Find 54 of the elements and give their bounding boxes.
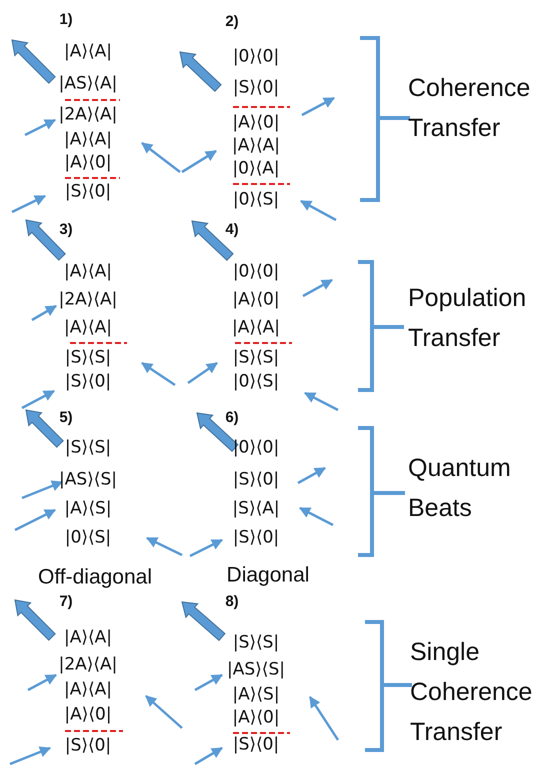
state-label: |2A⟩⟨A| [58, 106, 118, 124]
state-label: |A⟩⟨0| [64, 154, 112, 172]
diagram-number: 7) [59, 594, 73, 610]
state-label: |0⟩⟨S| [232, 372, 280, 392]
state-label: |A⟩⟨0| [64, 706, 112, 724]
state-label: |A⟩⟨A| [232, 318, 280, 338]
diagram-number: 1) [59, 12, 73, 28]
state-label: |S⟩⟨S| [232, 348, 280, 368]
state-label: |0⟩⟨S| [64, 528, 112, 548]
state-label: |S⟩⟨S| [64, 438, 112, 458]
state-label: |A⟩⟨A| [64, 130, 112, 150]
state-label: |A⟩⟨0| [232, 114, 280, 132]
group-label: Coherence Transfer [408, 73, 532, 144]
diagram-number: 4) [225, 222, 239, 238]
diagram-number: 3) [59, 222, 73, 238]
state-label: |2A⟩⟨A| [58, 656, 118, 674]
state-label: |S⟩⟨0| [64, 736, 112, 756]
group-label: Population Transfer [408, 283, 528, 354]
state-label: |A⟩⟨A| [64, 42, 112, 62]
state-label: |AS⟩⟨S| [59, 470, 117, 490]
group-label: Quantum Beats [408, 453, 512, 524]
group-label: Single Coherence Transfer [410, 637, 534, 748]
state-label: |S⟩⟨S| [64, 348, 112, 368]
state-label: |A⟩⟨A| [232, 136, 280, 156]
column-heading: Diagonal [226, 563, 310, 587]
diagram-number: 2) [225, 14, 239, 30]
state-label: |0⟩⟨A| [232, 160, 280, 178]
state-label: |S⟩⟨0| [232, 736, 280, 754]
state-label: |A⟩⟨A| [64, 680, 112, 700]
column-heading: Off-diagonal [38, 565, 152, 589]
state-label: |2A⟩⟨A| [58, 290, 118, 310]
state-label: |S⟩⟨0| [232, 528, 280, 548]
diagram-number: 6) [225, 410, 239, 426]
state-label: |0⟩⟨0| [232, 438, 280, 458]
state-label: |AS⟩⟨A| [58, 74, 118, 94]
state-label: |A⟩⟨S| [64, 500, 112, 518]
state-label: |A⟩⟨A| [64, 262, 112, 282]
state-label: |0⟩⟨0| [232, 48, 280, 66]
state-label: |A⟩⟨S| [232, 686, 280, 704]
state-label: |A⟩⟨0| [232, 290, 280, 310]
state-label: |S⟩⟨0| [64, 372, 112, 392]
state-label: |A⟩⟨0| [232, 708, 280, 728]
state-label: |A⟩⟨A| [64, 318, 112, 338]
state-label: |S⟩⟨S| [232, 634, 280, 652]
state-label: |AS⟩⟨S| [227, 660, 285, 680]
diagram-number: 5) [59, 410, 73, 426]
state-label: |0⟩⟨S| [232, 190, 280, 210]
state-label: |A⟩⟨A| [64, 628, 112, 648]
state-label: |S⟩⟨0| [232, 470, 280, 490]
state-label: |S⟩⟨0| [232, 78, 280, 98]
state-label: |S⟩⟨A| [232, 500, 280, 518]
diagram-number: 8) [225, 594, 239, 610]
state-label: |0⟩⟨0| [232, 262, 280, 282]
state-label: |S⟩⟨0| [64, 182, 112, 202]
